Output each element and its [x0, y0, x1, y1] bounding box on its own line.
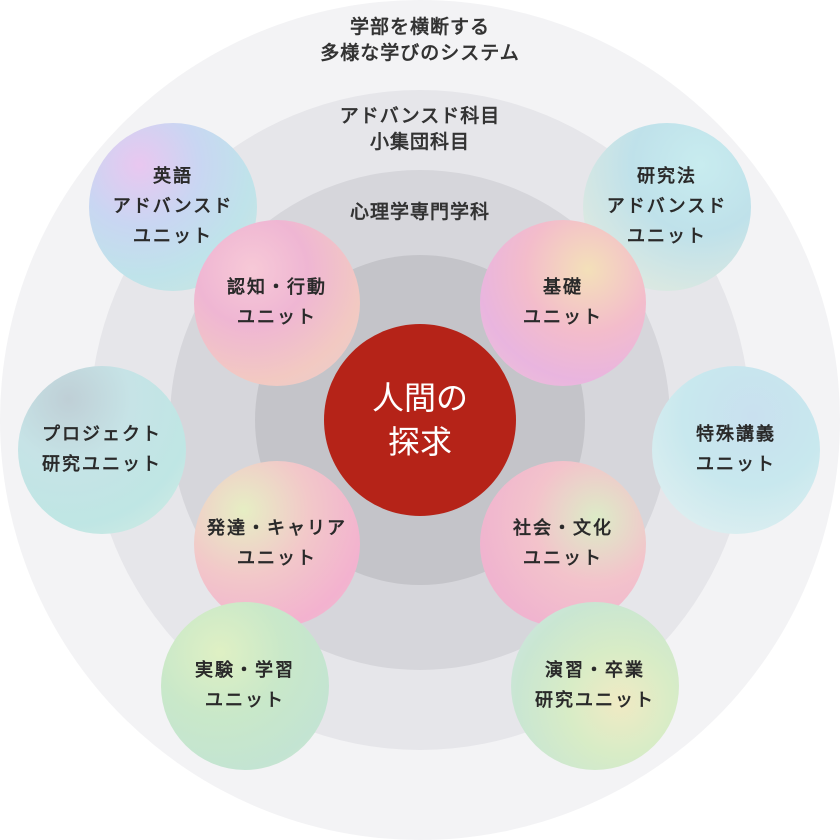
bubble-english-advanced: 英語 アドバンスド ユニット	[89, 123, 257, 291]
bubble-seminar-graduation: 演習・卒業 研究ユニット	[511, 602, 679, 770]
bubble-label-line: プロジェクト	[42, 424, 162, 445]
bubble-label-line: ユニット	[523, 548, 603, 569]
outer-ring-label: 学部を横断する 多様な学びのシステム	[0, 14, 840, 66]
bubble-label-line: 実験・学習	[195, 660, 295, 681]
bubble-label-line: アドバンスド	[112, 196, 234, 217]
bubble-label-line: ユニット	[133, 226, 213, 247]
center-label-line-2: 探求	[387, 423, 452, 461]
bubble-label-line: 研究ユニット	[535, 690, 655, 711]
bubble-basic: 基礎 ユニット	[480, 220, 646, 386]
bubble-label-line: 研究ユニット	[42, 454, 162, 475]
bubble-label-line: ユニット	[237, 307, 317, 328]
bubble-label-line: 研究法	[637, 166, 697, 187]
bubble-label-line: ユニット	[237, 548, 317, 569]
center-label-line-1: 人間の	[371, 379, 468, 417]
bubble-label-line: 基礎	[543, 277, 583, 298]
outer-ring-label-line-1: 学部を横断する	[349, 16, 490, 38]
outer-ring-label-line-2: 多様な学びのシステム	[320, 42, 520, 64]
bubble-experiment-learning: 実験・学習 ユニット	[161, 602, 329, 770]
middle-ring-label-line-2: 小集団科目	[369, 131, 470, 153]
bubble-project-research: プロジェクト 研究ユニット	[18, 366, 186, 534]
bubble-label-line: 英語	[153, 166, 193, 187]
bubble-label-line: ユニット	[696, 454, 776, 475]
middle-ring-label-line-1: アドバンスド科目	[339, 105, 501, 127]
inner-ring-label: 心理学専門学科	[0, 199, 840, 225]
bubble-label-line: ユニット	[627, 226, 707, 247]
bubble-label-line: 発達・キャリア	[207, 518, 347, 539]
bubble-label-line: アドバンスド	[606, 196, 728, 217]
bubble-research-method-advanced: 研究法 アドバンスド ユニット	[583, 123, 751, 291]
bubble-development-career: 発達・キャリア ユニット	[194, 461, 360, 627]
bubble-cognition-behavior: 認知・行動 ユニット	[194, 220, 360, 386]
bubble-special-lecture: 特殊講義 ユニット	[652, 366, 820, 534]
bubble-society-culture: 社会・文化 ユニット	[480, 461, 646, 627]
inner-ring-label-line-1: 心理学専門学科	[349, 201, 490, 223]
bubble-label-line: 特殊講義	[696, 424, 776, 445]
center-circle: 人間の 探求	[324, 324, 516, 516]
bubble-label-line: 社会・文化	[513, 518, 613, 539]
bubble-label-line: ユニット	[523, 307, 603, 328]
bubble-label-line: 演習・卒業	[545, 660, 645, 681]
middle-ring-label: アドバンスド科目 小集団科目	[0, 103, 840, 155]
bubble-label-line: ユニット	[205, 690, 285, 711]
bubble-label-line: 認知・行動	[227, 277, 327, 298]
